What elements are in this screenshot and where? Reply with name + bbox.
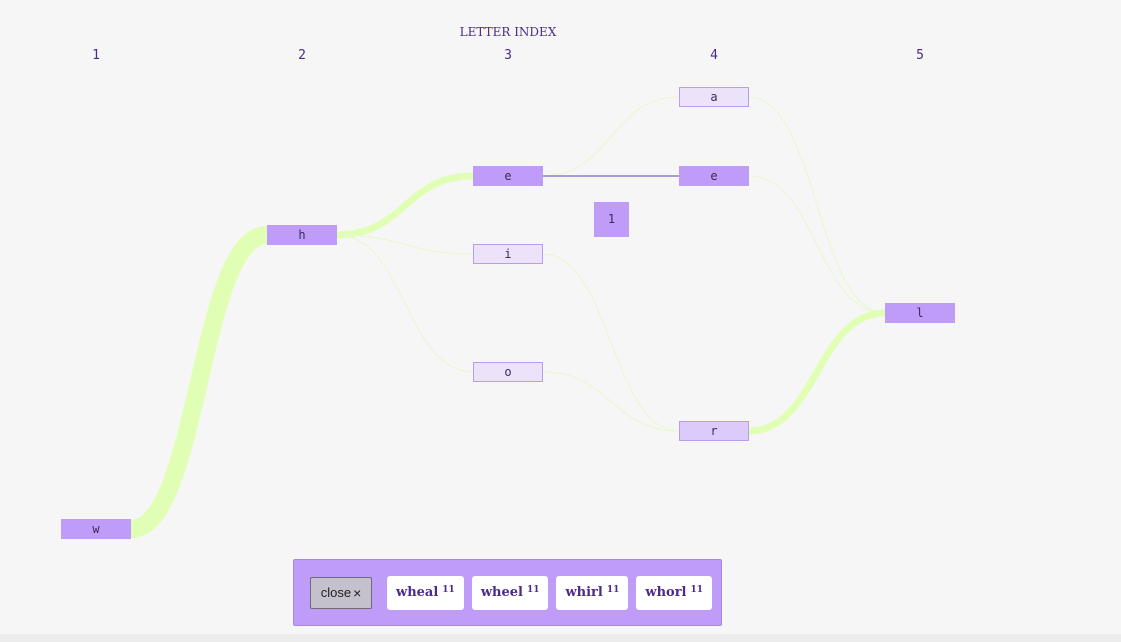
link-r4-l5[interactable] xyxy=(748,309,886,435)
word-count: 11 xyxy=(526,584,540,595)
word-text: wheal xyxy=(396,585,439,600)
word-count: 11 xyxy=(690,584,704,595)
link-o3-r4[interactable] xyxy=(542,371,680,432)
node-a-col4[interactable]: a xyxy=(679,87,749,107)
word-chip-wheal[interactable]: wheal 11 xyxy=(387,575,464,610)
close-icon: × xyxy=(353,584,362,601)
link-h2-o3[interactable] xyxy=(336,234,474,373)
word-count: 11 xyxy=(606,584,620,595)
node-r-col4[interactable]: r xyxy=(679,421,749,441)
link-h2-e3[interactable] xyxy=(336,172,474,239)
link-count-tooltip: 1 xyxy=(594,202,629,237)
link-a4-l5[interactable] xyxy=(748,96,886,314)
node-h-col2[interactable]: h xyxy=(267,225,337,245)
word-text: whirl xyxy=(565,585,603,600)
node-i-col3[interactable]: i xyxy=(473,244,543,264)
word-chip-whorl[interactable]: whorl 11 xyxy=(636,575,713,610)
column-label-1: 1 xyxy=(92,48,100,63)
link-e3-a4[interactable] xyxy=(542,96,680,177)
column-label-4: 4 xyxy=(710,48,718,63)
node-e-col4[interactable]: e xyxy=(679,166,749,186)
node-l-col5[interactable]: l xyxy=(885,303,955,323)
word-text: whorl xyxy=(645,585,687,600)
node-o-col3[interactable]: o xyxy=(473,362,543,382)
link-i3-r4[interactable] xyxy=(542,253,680,432)
word-panel: close × wheal 11 wheel 11 whirl 11 whorl… xyxy=(293,559,722,626)
diagram-title: LETTER INDEX xyxy=(459,25,557,39)
close-button[interactable]: close × xyxy=(310,576,372,609)
bottom-scroll-bar xyxy=(0,634,1121,642)
word-count: 11 xyxy=(442,584,455,595)
link-h2-i3[interactable] xyxy=(336,234,474,255)
close-label: close xyxy=(320,585,352,600)
word-chip-whirl[interactable]: whirl 11 xyxy=(556,575,629,610)
column-label-2: 2 xyxy=(298,48,306,63)
node-e-col3[interactable]: e xyxy=(473,166,543,186)
link-e4-l5[interactable] xyxy=(748,175,886,314)
column-label-5: 5 xyxy=(916,48,924,63)
node-w-col1[interactable]: w xyxy=(61,519,131,539)
link-w1-h2[interactable] xyxy=(129,226,269,538)
word-chip-wheel[interactable]: wheel 11 xyxy=(471,575,549,610)
word-text: wheel xyxy=(480,585,523,600)
column-label-3: 3 xyxy=(504,48,512,63)
